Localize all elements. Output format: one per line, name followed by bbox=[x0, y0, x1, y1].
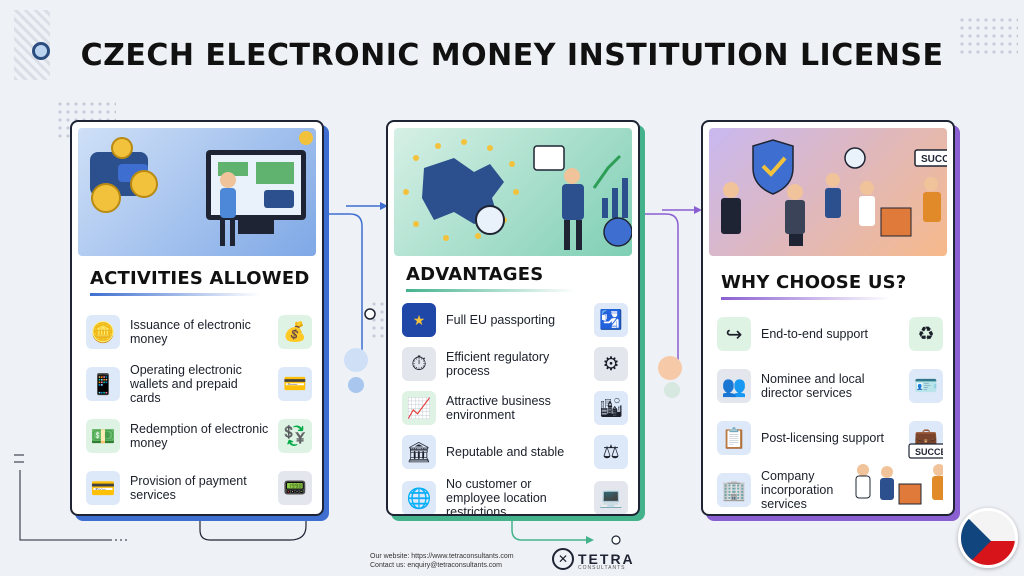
list-item: 👥 Nominee and local director services 🪪 bbox=[717, 360, 943, 412]
item-text: No customer or employee location restric… bbox=[446, 477, 547, 516]
bank-building-icon: 🏛 bbox=[402, 435, 436, 469]
decorative-circle bbox=[32, 42, 50, 60]
list-item: 🏢 Company incorporation services SUCCESS bbox=[717, 443, 943, 514]
list-item: 💳 Provision of payment services 📟 bbox=[86, 462, 312, 514]
eu-flag-icon: ★ bbox=[402, 303, 436, 337]
directors-icon: 👥 bbox=[717, 369, 751, 403]
item-text: Issuance of electronic money bbox=[130, 318, 251, 346]
office-building-icon: 🏢 bbox=[717, 473, 751, 507]
item-text: Post-licensing support bbox=[761, 431, 884, 445]
czech-flag-icon bbox=[958, 508, 1018, 568]
cycle-check-icon: ♻ bbox=[909, 317, 943, 351]
remote-worker-icon: 💻 bbox=[594, 481, 628, 514]
growth-chart-icon: 📈 bbox=[402, 391, 436, 425]
item-text: Operating electronic wallets and prepaid… bbox=[130, 363, 242, 405]
list-item: 📱 Operating electronic wallets and prepa… bbox=[86, 358, 312, 410]
panel-activities-allowed: ACTIVITIES ALLOWED 🪙 Issuance of electro… bbox=[70, 120, 324, 516]
logo-name: TETRA bbox=[578, 551, 635, 567]
page-title: CZECH ELECTRONIC MONEY INSTITUTION LICEN… bbox=[80, 38, 944, 73]
panel-heading: ACTIVITIES ALLOWED bbox=[90, 268, 309, 296]
team-success-icon: SUCCESS bbox=[855, 443, 943, 505]
panel-why-choose-us: SUCCESS WHY CHOOSE US? ↪ End-to-end supp… bbox=[701, 120, 955, 516]
footer-website[interactable]: Our website: https://www.tetraconsultant… bbox=[370, 553, 514, 560]
stopwatch-icon: ⏱ bbox=[402, 347, 436, 381]
company-logo: ✕ TETRA CONSULTANTS bbox=[552, 548, 635, 571]
city-buildings-icon: 🏙 bbox=[594, 391, 628, 425]
panel-advantages: ADVANTAGES ★ Full EU passporting 🛂 ⏱ Eff… bbox=[386, 120, 640, 516]
list-item: 🏛 Reputable and stable ⚖ bbox=[402, 430, 628, 474]
list-item: ⏱ Efficient regulatory process ⚙ bbox=[402, 342, 628, 386]
banknotes-icon: 💵 bbox=[86, 419, 120, 453]
exchange-money-icon: 💱 bbox=[278, 419, 312, 453]
item-text: Redemption of electronic money bbox=[130, 422, 269, 450]
item-text: Full EU passporting bbox=[446, 313, 556, 327]
credit-card-icon: 💳 bbox=[86, 471, 120, 505]
panel-heading: WHY CHOOSE US? bbox=[721, 272, 906, 300]
tetra-logo-icon: ✕ bbox=[552, 548, 574, 570]
team-success-badge-text: SUCCESS bbox=[915, 447, 943, 457]
footer-email[interactable]: Contact us: enquiry@tetraconsultants.com bbox=[370, 562, 503, 569]
money-bag-icon: 💰 bbox=[278, 315, 312, 349]
route-icon: ↪ bbox=[717, 317, 751, 351]
shield-scale-icon: ⚖ bbox=[594, 435, 628, 469]
pos-terminal-icon: 📟 bbox=[278, 471, 312, 505]
hero-illustration-wallet-screen bbox=[78, 128, 316, 256]
success-badge-text: SUCCESS bbox=[921, 154, 947, 165]
list-item: ↪ End-to-end support ♻ bbox=[717, 308, 943, 360]
item-text: Provision of payment services bbox=[130, 474, 247, 502]
clipboard-check-icon: 📋 bbox=[717, 421, 751, 455]
phone-wallet-icon: 📱 bbox=[86, 367, 120, 401]
globe-icon: 🌐 bbox=[402, 481, 436, 514]
item-text: End-to-end support bbox=[761, 327, 869, 341]
hero-illustration-handshake: SUCCESS bbox=[709, 128, 947, 256]
logo-subtitle: CONSULTANTS bbox=[578, 565, 626, 571]
decorative-dots bbox=[958, 16, 1018, 56]
coin-stack-icon: 🪙 bbox=[86, 315, 120, 349]
item-text: Company incorporation services bbox=[761, 469, 834, 511]
cards-phone-icon: 💳 bbox=[278, 367, 312, 401]
list-item: 🪙 Issuance of electronic money 💰 bbox=[86, 306, 312, 358]
item-text: Reputable and stable bbox=[446, 445, 565, 459]
passport-icon: 🛂 bbox=[594, 303, 628, 337]
footer-contact: Our website: https://www.tetraconsultant… bbox=[370, 552, 514, 570]
gear-document-icon: ⚙ bbox=[594, 347, 628, 381]
list-item: 📈 Attractive business environment 🏙 bbox=[402, 386, 628, 430]
item-text: Efficient regulatory process bbox=[446, 350, 550, 378]
item-text: Nominee and local director services bbox=[761, 372, 865, 400]
list-item: 💵 Redemption of electronic money 💱 bbox=[86, 410, 312, 462]
list-item: 🌐 No customer or employee location restr… bbox=[402, 474, 628, 516]
item-text: Attractive business environment bbox=[446, 394, 551, 422]
hero-illustration-eu-map bbox=[394, 128, 632, 256]
panel-heading: ADVANTAGES bbox=[406, 264, 576, 292]
id-stamp-icon: 🪪 bbox=[909, 369, 943, 403]
list-item: ★ Full EU passporting 🛂 bbox=[402, 298, 628, 342]
